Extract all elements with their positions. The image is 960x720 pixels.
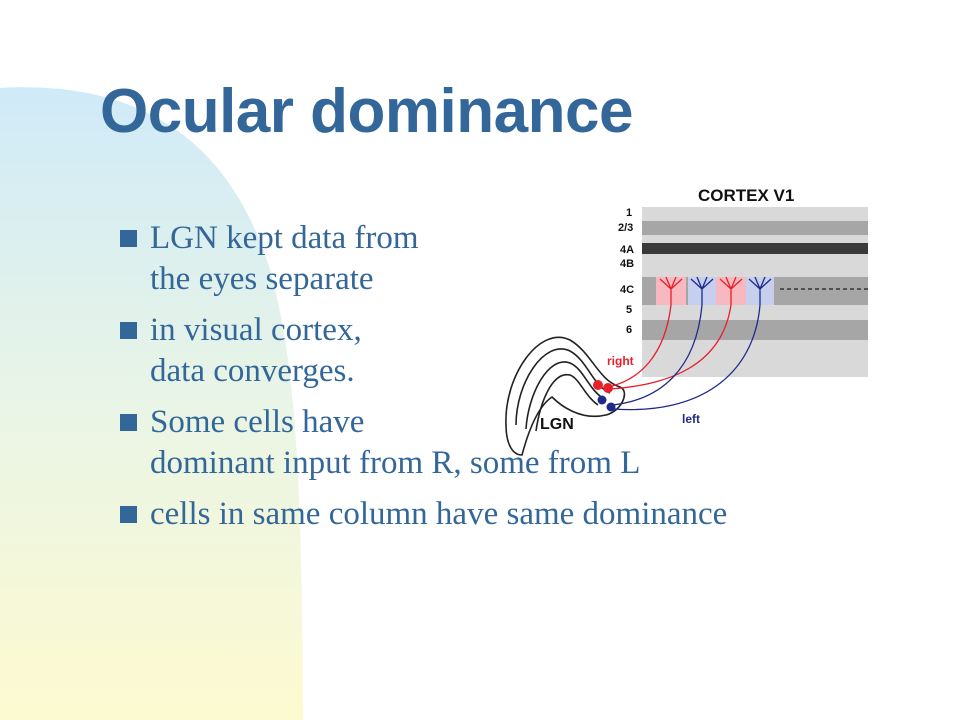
axon-paths (607, 304, 761, 411)
layer-label: 1 (626, 207, 632, 219)
layer-label: 4A (620, 244, 634, 256)
left-axon (611, 304, 703, 406)
bullet-text: in visual cortex, (150, 312, 362, 348)
bullet-text-continued: the eyes separate (150, 261, 374, 297)
right-axon (609, 304, 732, 390)
bullet-list: LGN kept data from the eyes separate in … (120, 218, 727, 545)
bullet-text: cells in same column have same dominance (150, 496, 728, 532)
right-eye-cell (593, 380, 603, 390)
layer-band-4a (642, 243, 868, 254)
layer-label: 2/3 (618, 222, 633, 234)
layer-band-2-3 (642, 221, 868, 235)
left-eye-label: left (682, 412, 700, 426)
lgn-label: LGN (540, 416, 574, 433)
right-eye-label: right (607, 354, 634, 368)
right-eye-cell (603, 383, 613, 393)
bullet-item: cells in same column have same dominance (120, 494, 727, 535)
bullet-text-continued: dominant input from R, some from L (150, 445, 641, 481)
bullet-text: Some cells have (150, 404, 365, 440)
square-bullet-icon (120, 322, 137, 339)
square-bullet-icon (120, 506, 137, 523)
layer-label: 4C (620, 284, 634, 296)
slide-title: Ocular dominance (100, 77, 633, 146)
bullet-item: in visual cortex, data converges. (120, 310, 727, 392)
layer-label: 5 (626, 304, 632, 316)
right-axon (607, 304, 672, 388)
diagram-title: CORTEX V1 (698, 186, 794, 205)
square-bullet-icon (120, 414, 137, 431)
cortex-v1-diagram: CORTEX V1 1 2/3 4A 4B 4C 5 6 (505, 186, 868, 456)
layer-label: 6 (626, 324, 632, 336)
layer-label: 4B (620, 258, 634, 270)
bullet-text-continued: data converges. (150, 353, 355, 389)
lgn-cells (593, 380, 616, 412)
bullet-item: LGN kept data from the eyes separate (120, 218, 727, 300)
right-axon-terminal (659, 276, 743, 305)
left-axon-terminal (690, 276, 772, 305)
left-eye-cell (606, 402, 616, 412)
axon-terminals (659, 276, 772, 305)
left-axon (613, 304, 761, 411)
square-bullet-icon (120, 230, 137, 247)
left-eye-cell (597, 395, 607, 405)
bullet-text: LGN kept data from (150, 220, 419, 256)
lgn-nucleus (505, 336, 626, 456)
bullet-item: Some cells have dominant input from R, s… (120, 402, 727, 484)
layer-labels: 1 2/3 4A 4B 4C 5 6 (618, 207, 634, 336)
